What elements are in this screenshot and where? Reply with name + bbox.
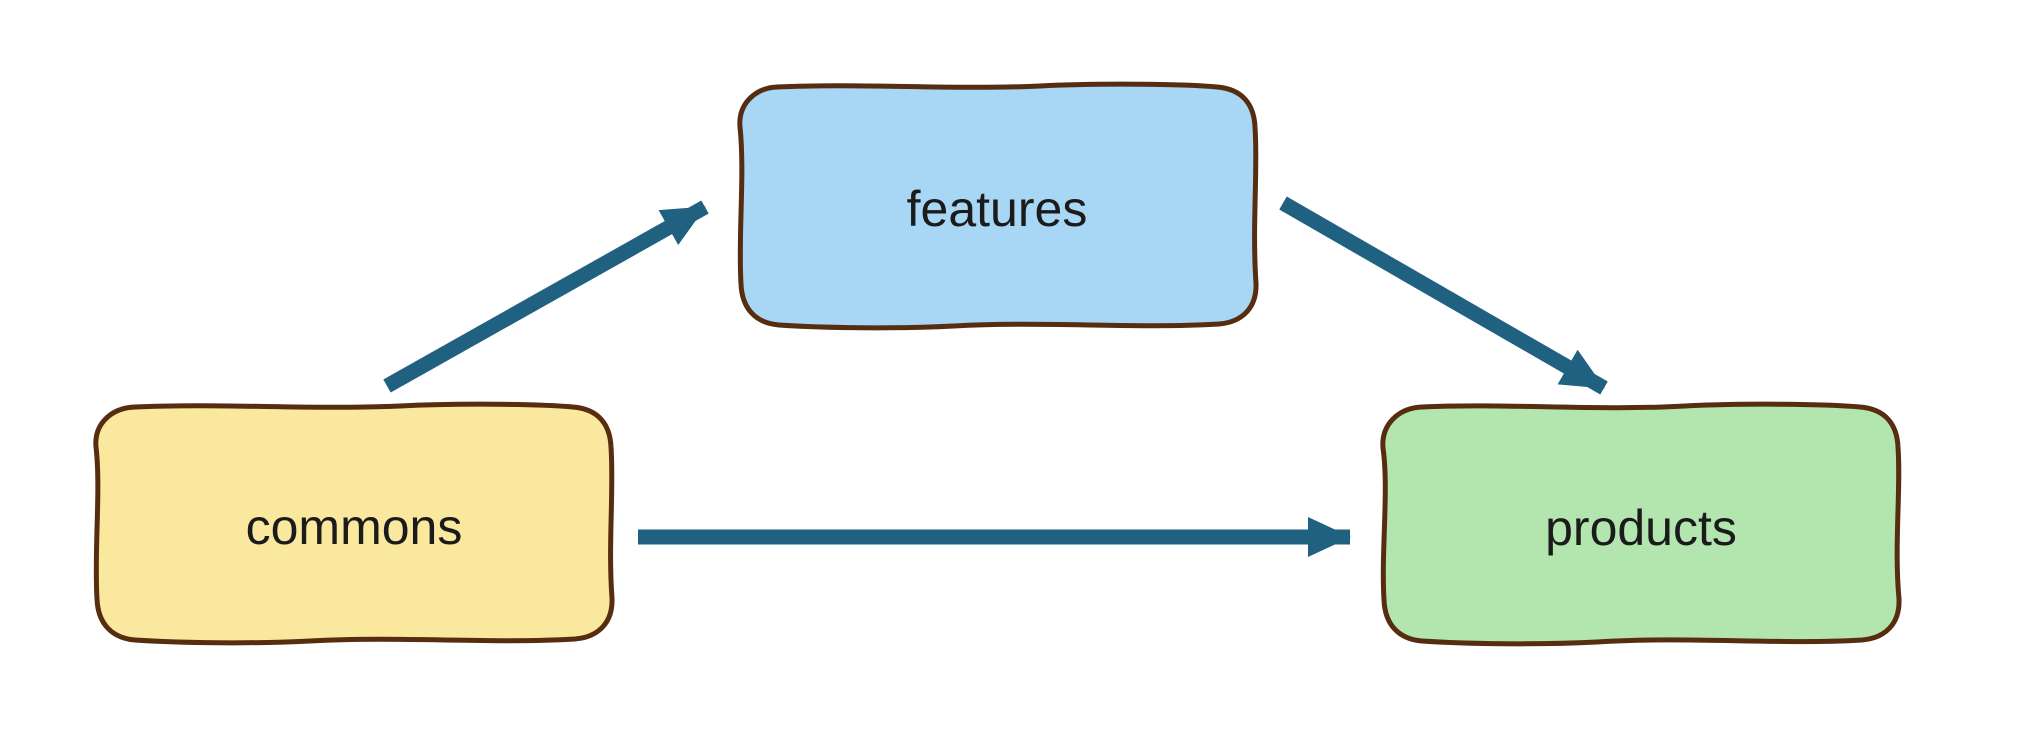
node-commons-shape [93,401,615,646]
arrow-features-to-products [1279,196,1608,395]
node-commons: commons [93,401,615,646]
node-commons-label: commons [246,499,463,555]
node-features: features [737,81,1259,331]
node-features-label: features [907,181,1088,237]
node-products-label: products [1545,500,1737,556]
node-products-shape [1380,401,1902,647]
arrow-commons-to-features [383,200,709,393]
edges-layer [383,196,1608,557]
node-features-shape [737,81,1259,331]
node-products: products [1380,401,1902,647]
